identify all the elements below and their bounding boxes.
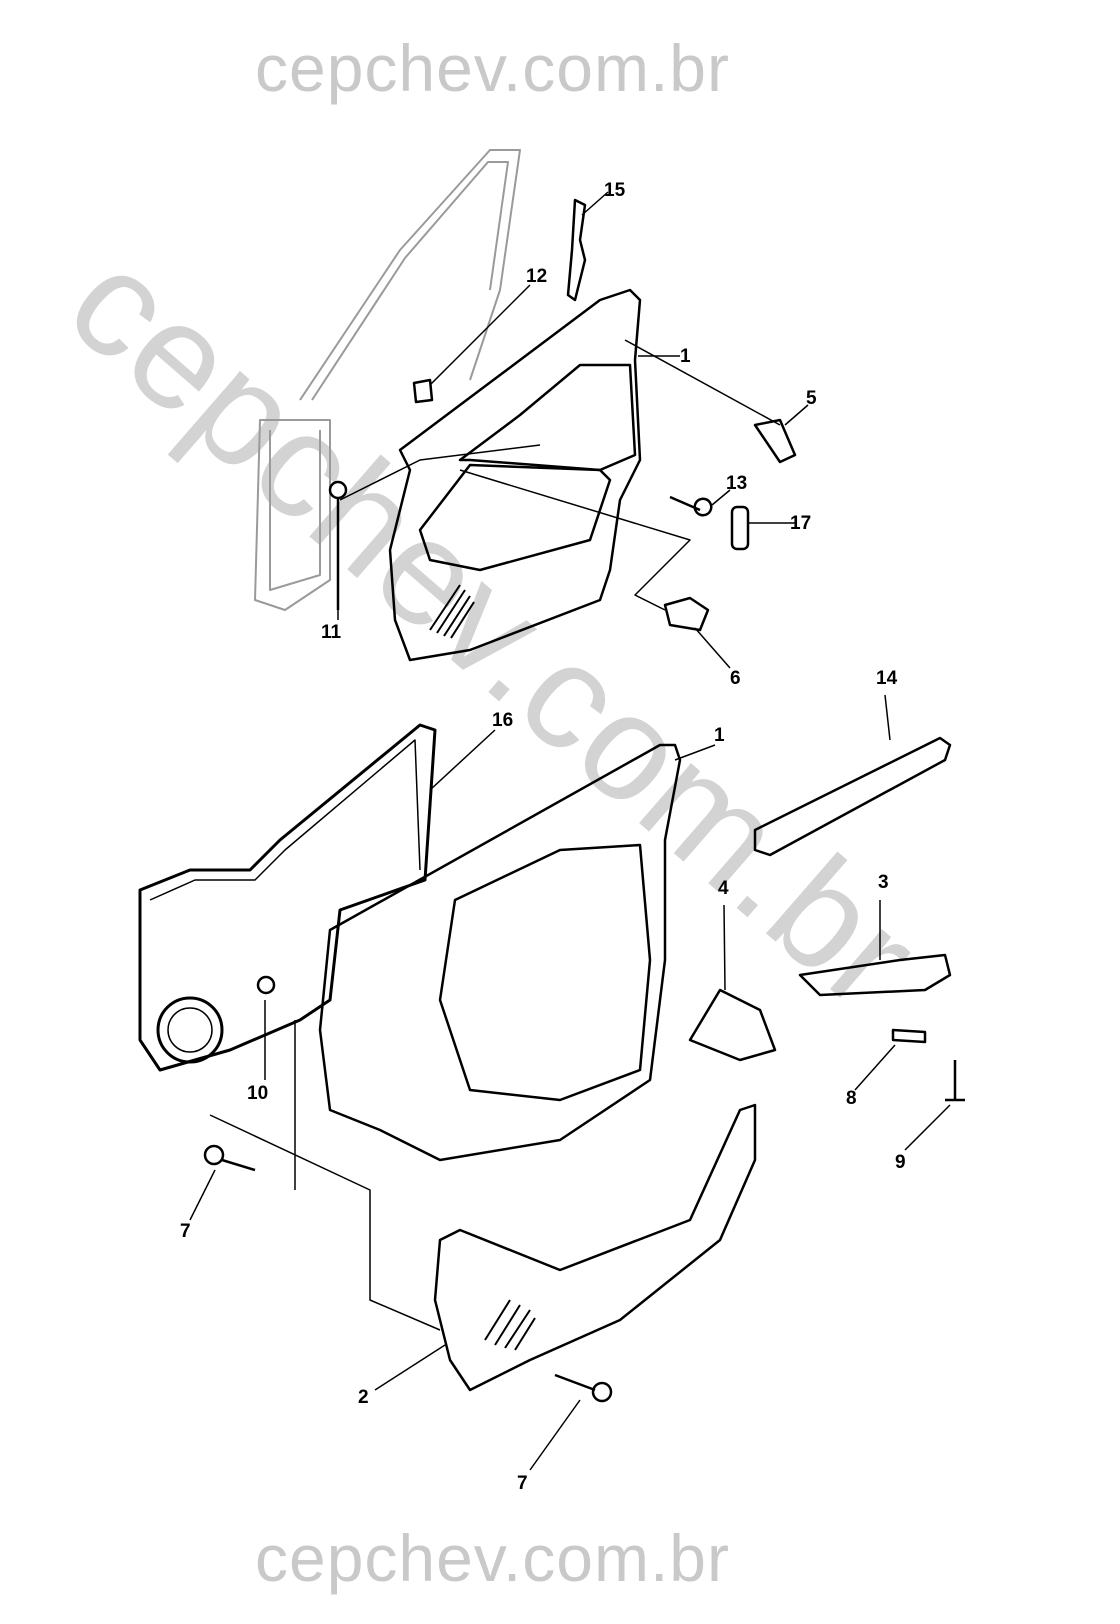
callout-12: 12 — [526, 266, 548, 287]
callout-8: 8 — [846, 1088, 857, 1109]
callout-13: 13 — [726, 473, 748, 494]
water-shield — [138, 723, 437, 1072]
callout-9: 9 — [895, 1152, 906, 1173]
callout-2: 2 — [358, 1387, 369, 1408]
callout-7-bottom: 7 — [517, 1473, 528, 1494]
callout-1-lower: 1 — [714, 725, 725, 746]
door-panel-lower — [318, 743, 682, 1162]
callout-15: 15 — [604, 180, 626, 201]
callout-17: 17 — [790, 513, 812, 534]
part-10-nut — [256, 975, 276, 995]
part-8-insert — [891, 1028, 927, 1044]
door-panel-upper — [339, 288, 781, 662]
callout-6: 6 — [730, 668, 741, 689]
part-5-cap — [753, 418, 797, 464]
watermark-bottom: cepchev.com.br — [255, 1521, 730, 1595]
part-3-handle — [798, 953, 952, 997]
watermark-top: cepchev.com.br — [255, 31, 730, 105]
speaker-grille-upper — [429, 584, 475, 639]
callout-1-upper: 1 — [680, 346, 691, 367]
part-14-pull-handle — [753, 736, 952, 857]
part-13-screw — [669, 495, 713, 517]
callout-16: 16 — [492, 710, 514, 731]
leader-lines — [189, 191, 951, 1471]
part-15-weatherstrip — [566, 198, 587, 302]
callout-4: 4 — [718, 878, 729, 899]
part-6-cover — [663, 596, 710, 632]
part-7-screw-left — [203, 1144, 256, 1172]
part-9-screw — [945, 1060, 965, 1102]
part-12-clip — [412, 378, 434, 404]
callout-5: 5 — [806, 388, 817, 409]
door-frame — [254, 149, 521, 611]
part-4-bezel — [688, 988, 777, 1062]
callout-14: 14 — [876, 668, 898, 689]
callout-3: 3 — [878, 872, 889, 893]
part-2-lower-trim — [433, 1103, 757, 1392]
callout-10: 10 — [247, 1083, 269, 1104]
part-7-screw-bottom — [554, 1373, 613, 1403]
callout-11: 11 — [321, 622, 342, 643]
part-17-insert — [730, 505, 750, 551]
callout-7-left: 7 — [180, 1221, 191, 1242]
